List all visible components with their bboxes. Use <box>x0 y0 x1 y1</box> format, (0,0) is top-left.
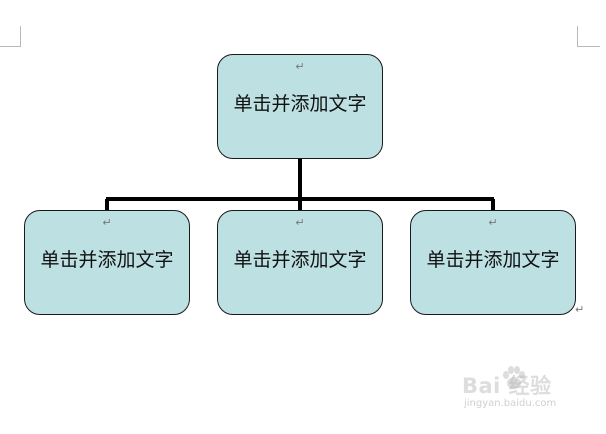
org-node-child-2[interactable]: ↵ 单击并添加文字 <box>217 210 383 315</box>
watermark-url: jingyan.baidu.com <box>464 398 557 409</box>
margin-corner-top-left <box>0 26 21 47</box>
margin-corner-top-right <box>577 26 600 47</box>
org-node-root[interactable]: ↵ 单击并添加文字 <box>217 54 383 159</box>
org-node-child-1-label: 单击并添加文字 <box>40 249 174 271</box>
paragraph-mark: ↵ <box>295 60 305 73</box>
paw-icon <box>503 366 525 389</box>
org-node-child-1[interactable]: ↵ 单击并添加文字 <box>24 210 190 315</box>
paragraph-mark: ↵ <box>295 216 305 229</box>
org-node-child-2-label: 单击并添加文字 <box>233 249 367 271</box>
end-paragraph-mark: ↵ <box>575 303 585 316</box>
paragraph-mark: ↵ <box>102 216 112 229</box>
watermark-logo-text: Bai 经验 <box>462 374 552 398</box>
baidu-jingyan-watermark: Bai 经验 jingyan.baidu.com <box>462 366 578 420</box>
org-node-child-3[interactable]: ↵ 单击并添加文字 <box>410 210 576 315</box>
org-node-child-3-label: 单击并添加文字 <box>426 249 560 271</box>
paragraph-mark: ↵ <box>488 216 498 229</box>
org-node-root-label: 单击并添加文字 <box>233 93 367 115</box>
